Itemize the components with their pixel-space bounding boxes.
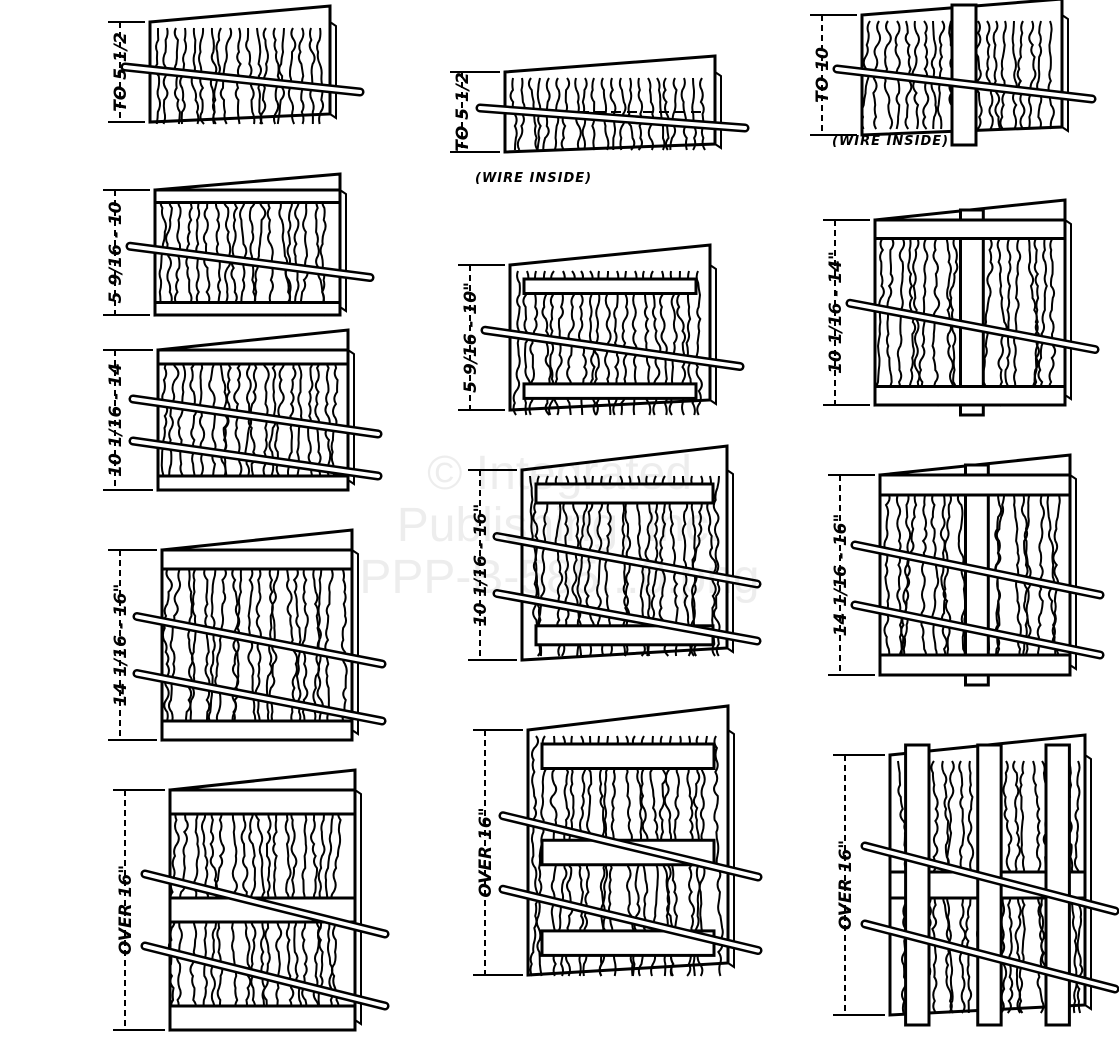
panel-edge [1069, 474, 1077, 671]
panel-edge [1064, 219, 1072, 401]
cleat [153, 301, 342, 317]
crate-panel-c2r1: TO 5 1/2 (WIRE INSIDE) [450, 54, 750, 186]
batten [959, 208, 985, 417]
cleat [522, 382, 698, 400]
dimension-label: 5 9/16 - 10 [106, 201, 126, 303]
dimension-label: 10 1/16 - 14" [826, 251, 846, 374]
cleat [873, 218, 1067, 240]
batten [904, 743, 931, 1027]
cleat [168, 788, 357, 816]
wire-inside-note: (WIRE INSIDE) [832, 134, 949, 149]
cleat [540, 742, 716, 770]
panel-edge [714, 71, 722, 150]
cleat [534, 482, 715, 505]
dimension-label: 10 1/16 - 14 [106, 363, 126, 477]
panel-edge [1084, 754, 1092, 1011]
crate-panel-c3r3: 14 1/16 - 16" [828, 453, 1105, 687]
dimension-label: TO 10 [813, 47, 833, 103]
crate-panel-c1r4: 14 1/16 - 16" [108, 528, 387, 742]
dimension-label: TO 5 1/2 [453, 72, 473, 152]
cleat [160, 548, 354, 571]
panel-edge [354, 789, 362, 1026]
cleat [156, 348, 350, 366]
panel-edge [329, 21, 337, 120]
crate-panel-c2r2: 5 9/16 - 10" [458, 243, 745, 416]
cleat [153, 188, 342, 204]
panel-edge [726, 469, 734, 654]
crate-panel-c2r3: 10 1/16 - 16" [468, 444, 762, 662]
panel-edge [1061, 14, 1069, 133]
dimension-label: 5 9/16 - 10" [461, 282, 481, 393]
panel-edge [347, 349, 355, 486]
dimension-label: OVER 16" [116, 865, 136, 955]
crate-panel-c1r1: TO 5 1/2 [108, 4, 365, 125]
crate-panel-c3r2: 10 1/16 - 14" [823, 198, 1100, 417]
crate-panel-c1r5: OVER 16" [113, 768, 390, 1032]
dimension-label: 14 1/16 - 16" [111, 584, 131, 707]
crate-panel-c2r4: OVER 16" [473, 704, 763, 977]
batten [1044, 743, 1071, 1027]
dimension-label: 14 1/16 - 16" [831, 514, 851, 637]
panel-edge [709, 264, 717, 406]
wire-inside-note: (WIRE INSIDE) [475, 171, 592, 186]
panel-edge [351, 549, 359, 736]
cleat [878, 653, 1072, 677]
cleat [168, 1004, 357, 1032]
panel-edge [727, 729, 735, 969]
cleat [873, 385, 1067, 407]
dimension-label: 10 1/16 - 16" [471, 504, 491, 627]
cleat [522, 277, 698, 295]
crate-panel-c3r4: OVER 16" [833, 733, 1119, 1027]
crate-panel-c1r2: 5 9/16 - 10 [103, 172, 375, 317]
batten [950, 3, 978, 147]
crate-panel-c1r3: 10 1/16 - 14 [103, 328, 383, 492]
dimension-label: TO 5 1/2 [111, 32, 131, 112]
dimension-label: OVER 16" [476, 807, 496, 897]
crate-panel-c3r1: TO 10 (WIRE INSIDE) [810, 0, 1097, 149]
panel-edge [339, 189, 347, 313]
cleat [160, 719, 354, 742]
cleat [878, 473, 1072, 497]
cleat [156, 474, 350, 492]
dimension-label: OVER 16" [836, 840, 856, 930]
